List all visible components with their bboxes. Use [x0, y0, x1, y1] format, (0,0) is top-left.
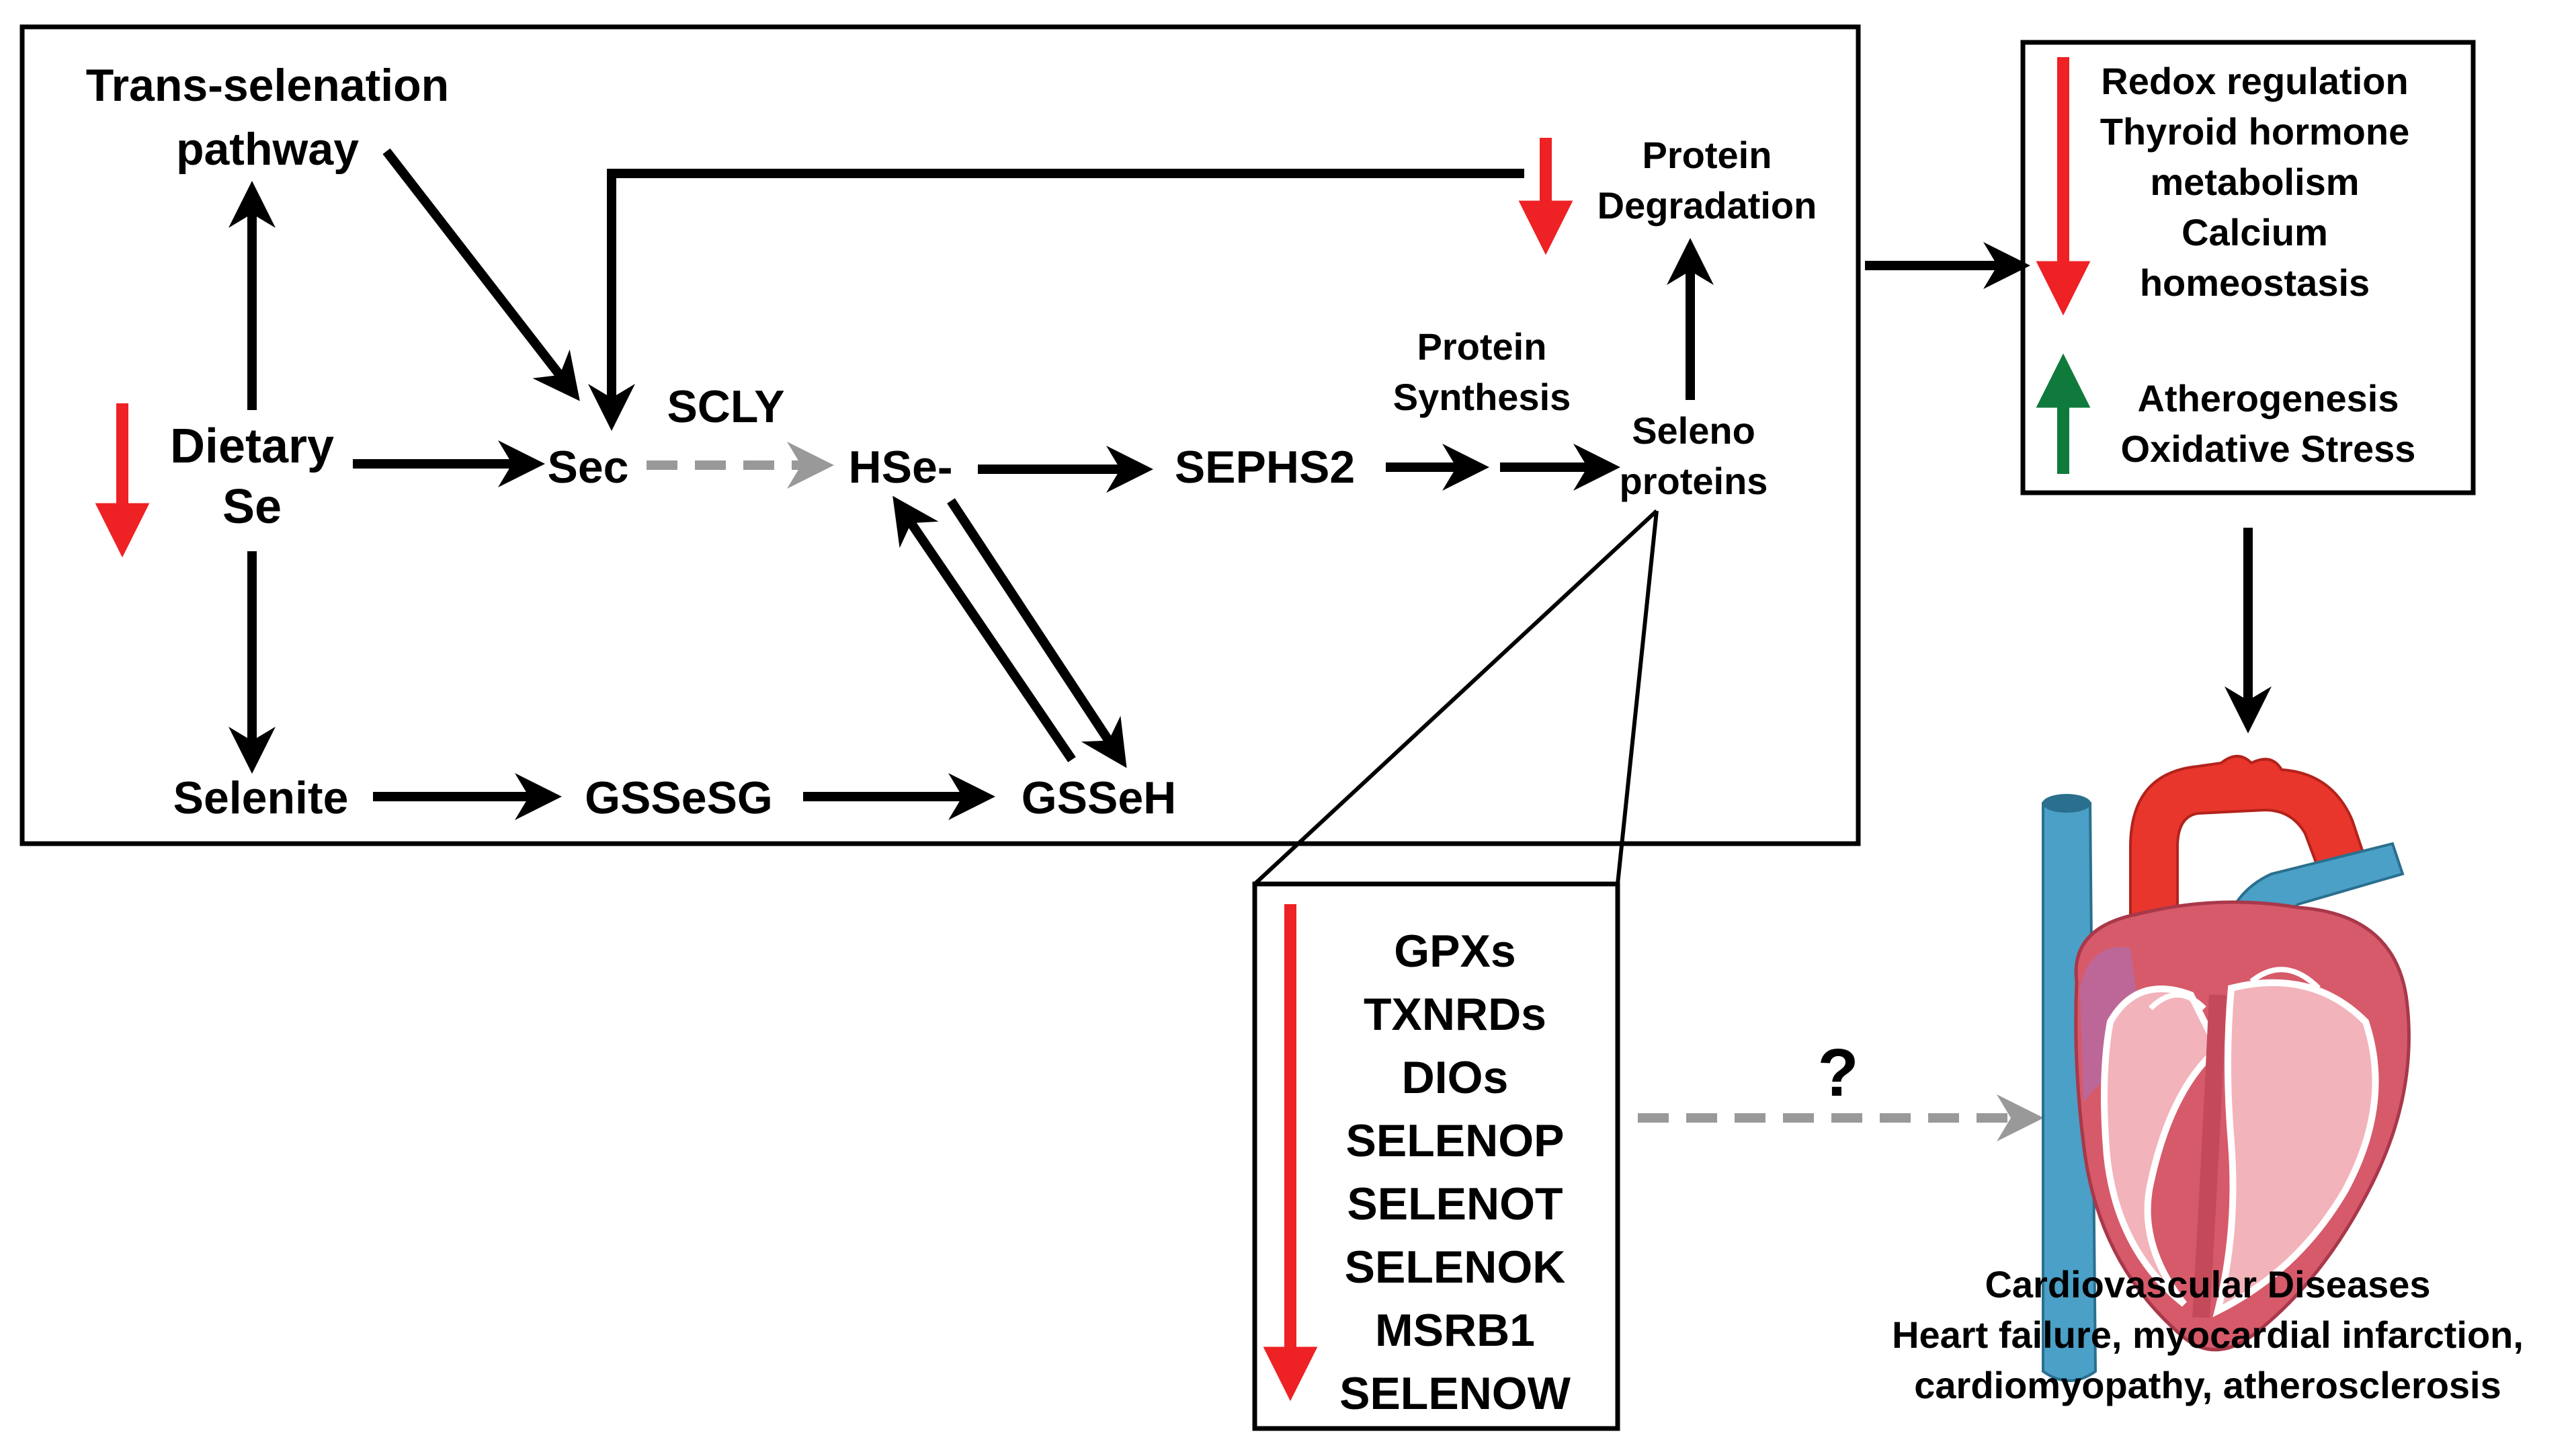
effect-decreased-2: Thyroid hormone — [2100, 110, 2409, 153]
arrow-degradation-to-sec — [588, 169, 1524, 431]
effect-decreased-4: Calcium — [2182, 211, 2328, 253]
label-protein-synthesis: Protein — [1417, 325, 1547, 368]
effect-increased-2: Oxidative Stress — [2121, 428, 2416, 470]
effects-list: Redox regulation Thyroid hormone metabol… — [2100, 60, 2416, 470]
outcome-line-3: cardiomyopathy, atherosclerosis — [1914, 1364, 2501, 1406]
label-selenoproteins: Seleno — [1632, 409, 1755, 452]
selenoprotein-item: SELENOW — [1339, 1368, 1571, 1419]
label-gsseh: GSSeH — [1022, 772, 1177, 823]
unknown-link-label: ? — [1817, 1035, 1858, 1111]
zoom-line-left — [1253, 509, 1659, 886]
selenoprotein-item: MSRB1 — [1375, 1305, 1535, 1356]
arrow-gsseh-to-hse — [892, 495, 1076, 762]
label-dietary-se: Se — [222, 480, 282, 534]
effect-decreased-5: homeostasis — [2140, 261, 2370, 304]
effect-decreased-1: Redox regulation — [2101, 60, 2408, 102]
effect-decreased-3: metabolism — [2150, 161, 2359, 203]
selenoprotein-item: SELENOK — [1345, 1242, 1566, 1293]
label-gssesg: GSSeSG — [585, 772, 773, 823]
selenoprotein-list: GPXs TXNRDs DIOs SELENOP SELENOT SELENOK… — [1339, 926, 1571, 1419]
pathway-box — [19, 24, 1861, 846]
label-scly: SCLY — [667, 381, 784, 432]
selenoprotein-item: DIOs — [1402, 1052, 1509, 1103]
effect-increased-1: Atherogenesis — [2138, 377, 2399, 419]
arrow-hse-to-gsseh — [947, 498, 1127, 768]
label-protein-degradation-2: Degradation — [1597, 184, 1817, 227]
selenoprotein-item: SELENOT — [1347, 1178, 1563, 1230]
zoom-line-right — [1616, 510, 1659, 885]
selenoprotein-item: SELENOP — [1346, 1115, 1565, 1166]
pathway-arrows — [228, 148, 2272, 820]
selenoprotein-item: GPXs — [1394, 926, 1515, 977]
arrow-transselenation-to-sec — [382, 148, 580, 401]
pathway-labels: Trans-selenation pathway Dietary Se Sec … — [86, 60, 1817, 823]
label-dietary: Dietary — [170, 419, 334, 473]
selenoprotein-list-box — [1252, 881, 1620, 1431]
outcome-text: Cardiovascular Diseases Heart failure, m… — [1892, 1263, 2524, 1406]
label-sephs2: SEPHS2 — [1175, 442, 1355, 493]
label-selenoproteins-2: proteins — [1620, 460, 1768, 502]
label-hse: HSe- — [849, 442, 953, 493]
heart-illustration — [2042, 755, 2411, 1382]
outcome-line-2: Heart failure, myocardial infarction, — [1892, 1314, 2524, 1356]
selenoprotein-item: TXNRDs — [1364, 989, 1546, 1040]
label-sec: Sec — [548, 442, 629, 493]
label-protein-synthesis-2: Synthesis — [1393, 376, 1571, 418]
label-trans-selenation-pathway: pathway — [176, 124, 359, 175]
label-selenite: Selenite — [173, 772, 349, 823]
outcome-title: Cardiovascular Diseases — [1985, 1263, 2430, 1305]
label-trans-selenation: Trans-selenation — [86, 60, 449, 111]
label-protein-degradation: Protein — [1643, 134, 1772, 176]
